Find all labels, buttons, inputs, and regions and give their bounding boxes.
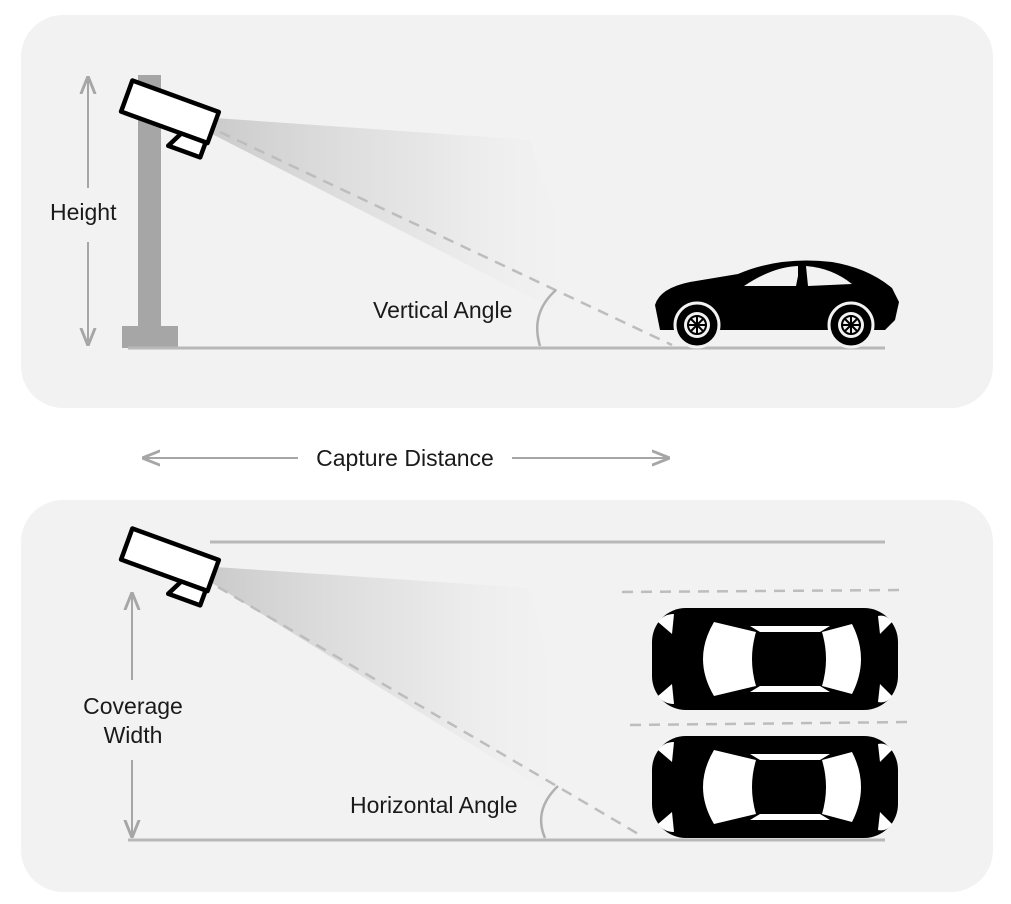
camera-icon	[118, 526, 222, 608]
vertical-sight-line	[219, 130, 673, 347]
top-panel: Height Vertical Angle	[21, 15, 993, 408]
horizontal-angle-arc	[539, 785, 559, 839]
horizontal-sight-line	[217, 585, 641, 837]
vertical-angle-arc	[536, 289, 557, 347]
top-car-icon	[652, 608, 898, 710]
lane-divider-upper	[621, 588, 906, 594]
lane-divider-lower	[629, 720, 911, 727]
pole-icon	[122, 75, 178, 348]
vertical-view-beam	[212, 118, 595, 330]
coverage-width-label-line2: Width	[104, 722, 163, 748]
coverage-width-label-line1: Coverage	[83, 693, 183, 719]
vertical-angle-label: Vertical Angle	[373, 297, 512, 323]
front-wheel	[673, 301, 721, 349]
bottom-panel: Coverage Width Horizontal Angle	[21, 500, 993, 892]
side-car-icon	[655, 260, 899, 349]
horizontal-view-beam	[212, 567, 585, 815]
camera-icon	[118, 78, 222, 160]
capture-distance-label: Capture Distance	[316, 445, 494, 471]
horizontal-angle-label: Horizontal Angle	[350, 792, 518, 818]
height-label: Height	[50, 199, 117, 225]
top-car-icon	[652, 736, 898, 838]
rear-wheel	[827, 301, 875, 349]
